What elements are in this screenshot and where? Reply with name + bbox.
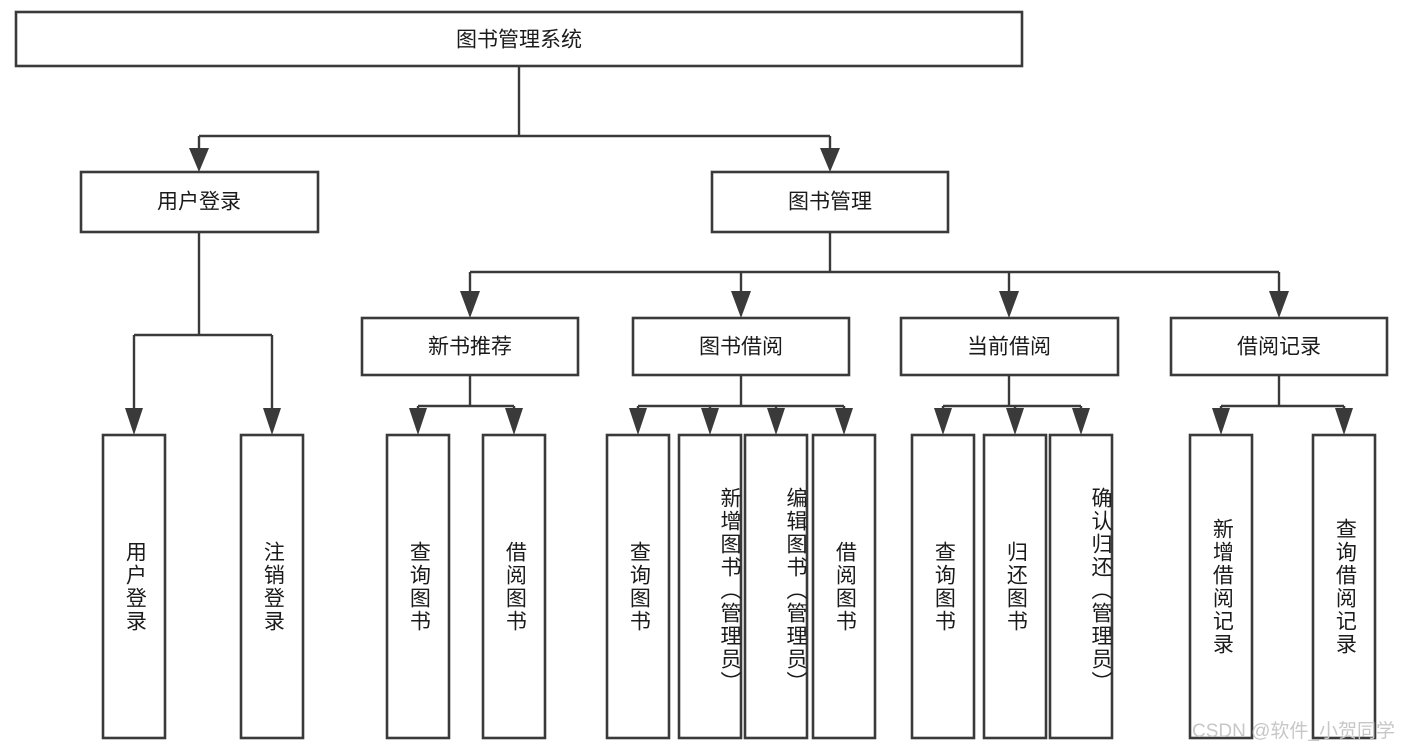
node-root-label: 图书管理系统: [456, 29, 582, 52]
arrow-icon-book-borrow: [731, 291, 751, 318]
arrow-icon-leaf-edit-book: [767, 408, 785, 435]
node-leaf-user-login-box[interactable]: [101, 433, 167, 740]
node-new-book-recommend[interactable]: 新书推荐: [360, 316, 580, 377]
leaf-box-layer: [101, 433, 1377, 740]
arrow-icon-borrow-record: [1269, 291, 1289, 318]
node-leaf-user-logout-box[interactable]: [239, 433, 305, 740]
arrow-icon-leaf-query-record: [1335, 408, 1353, 435]
arrow-icon-leaf-query-book-3: [934, 408, 952, 435]
arrow-icon-leaf-confirm-return: [1072, 408, 1090, 435]
node-new-book-recommend-label: 新书推荐: [428, 336, 512, 359]
node-book-manage-box[interactable]: [710, 170, 950, 234]
node-book-borrow[interactable]: 图书借阅: [631, 316, 851, 377]
node-leaf-borrow-book-2-box[interactable]: [811, 433, 877, 740]
arrow-icon-new-book-recommend: [460, 291, 480, 318]
csdn-watermark: CSDN @软件_小贺同学: [1192, 721, 1395, 742]
arrow-icon-user-login: [189, 148, 209, 172]
arrow-icon-book-manage: [820, 148, 840, 172]
arrowhead-layer: [125, 148, 1353, 435]
arrow-icon-leaf-query-book-1: [409, 408, 427, 435]
node-leaf-query-book-1-box[interactable]: [385, 433, 451, 740]
arrow-icon-current-borrow: [999, 291, 1019, 318]
node-leaf-return-book-box[interactable]: [982, 433, 1048, 740]
node-user-login-box[interactable]: [79, 170, 320, 234]
node-user-login-label: 用户登录: [157, 191, 241, 214]
node-leaf-confirm-return-box[interactable]: [1048, 433, 1114, 740]
node-book-borrow-box[interactable]: [631, 316, 851, 377]
node-current-borrow-label: 当前借阅: [967, 336, 1051, 359]
node-user-login[interactable]: 用户登录: [79, 170, 320, 234]
node-root[interactable]: 图书管理系统: [14, 10, 1024, 68]
node-book-manage[interactable]: 图书管理: [710, 170, 950, 234]
arrow-icon-leaf-add-record: [1212, 408, 1230, 435]
node-borrow-record[interactable]: 借阅记录: [1169, 316, 1389, 377]
node-leaf-query-record-box[interactable]: [1311, 433, 1377, 740]
node-leaf-add-record-box[interactable]: [1188, 433, 1254, 740]
node-book-borrow-label: 图书借阅: [699, 336, 783, 359]
node-current-borrow[interactable]: 当前借阅: [899, 316, 1120, 377]
node-leaf-query-book-3-box[interactable]: [910, 433, 976, 740]
node-current-borrow-box[interactable]: [899, 316, 1120, 377]
arrow-icon-leaf-borrow-book-2: [835, 408, 853, 435]
node-borrow-record-label: 借阅记录: [1237, 336, 1321, 359]
node-book-manage-label: 图书管理: [788, 191, 872, 214]
arrow-icon-leaf-borrow-book-1: [505, 408, 523, 435]
node-new-book-recommend-box[interactable]: [360, 316, 580, 377]
node-root-box[interactable]: [14, 10, 1024, 68]
arrow-icon-leaf-add-book: [701, 408, 719, 435]
arrow-icon-leaf-user-logout: [263, 408, 281, 435]
arrow-icon-leaf-return-book: [1006, 408, 1024, 435]
node-leaf-edit-book-box[interactable]: [743, 433, 809, 740]
node-leaf-add-book-box[interactable]: [677, 433, 743, 740]
node-leaf-borrow-book-1-box[interactable]: [481, 433, 547, 740]
node-borrow-record-box[interactable]: [1169, 316, 1389, 377]
arrow-icon-leaf-query-book-2: [629, 408, 647, 435]
arrow-icon-leaf-user-login: [125, 408, 143, 435]
node-leaf-query-book-2-box[interactable]: [605, 433, 671, 740]
